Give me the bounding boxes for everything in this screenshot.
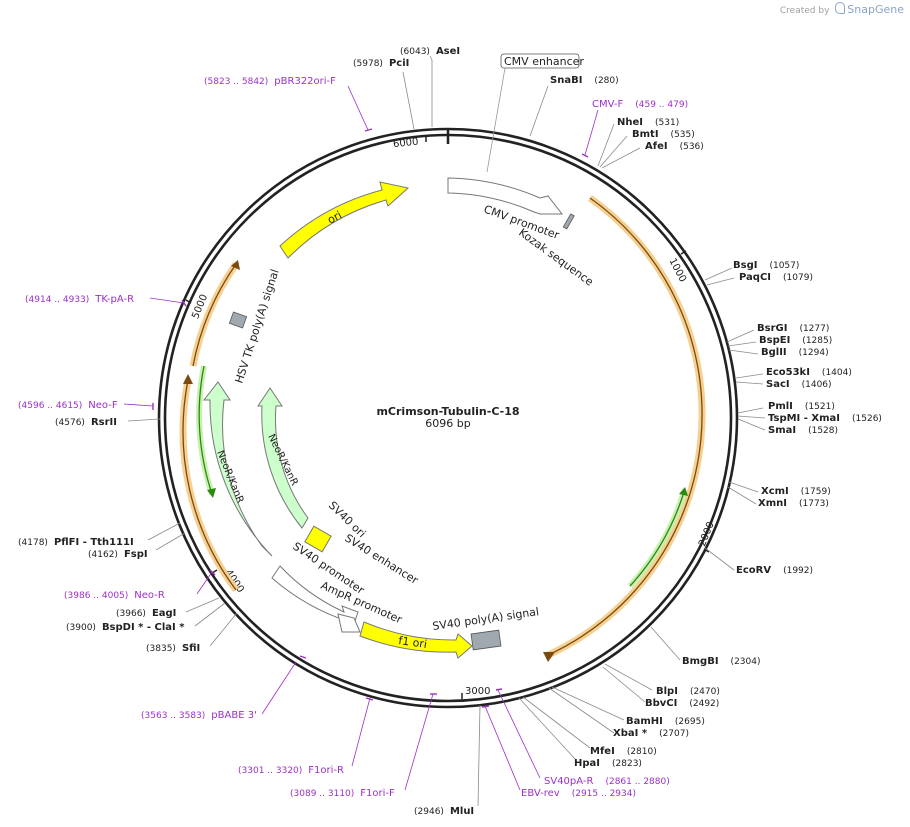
site-mfeI: MfeI(2810) — [590, 746, 657, 757]
green-orf-arc-right — [627, 491, 687, 589]
site-bmgBI: BmgBI(2304) — [682, 656, 760, 667]
tick-label-6000: 6000 — [393, 137, 419, 151]
cmv-enhancer-label-box — [500, 53, 580, 69]
site-blpI: BlpI(2470) — [656, 686, 720, 697]
neo-orf-arrowhead-icon — [183, 374, 193, 384]
primer-f1ori-f: (3089 .. 3110)F1ori-F — [290, 788, 395, 799]
feature-f1-ori — [359, 621, 473, 659]
orf-arrowhead-icon — [543, 652, 555, 662]
site-xmnI: XmnI(1773) — [758, 498, 829, 509]
green-orf-line-right — [629, 491, 685, 587]
site-sfiI: (3835)SfiI — [146, 643, 200, 654]
site-xbaI: XbaI *(2707) — [613, 728, 689, 739]
feature-label-sv40-polya: SV40 poly(A) signal — [432, 605, 540, 633]
feature-neor-inner — [257, 387, 309, 529]
primer-pbabe-3: (3563 .. 3583)pBABE 3' — [141, 710, 257, 721]
green-orf-arrowhead-icon — [679, 487, 688, 496]
feature-label-f1-ori: f1 ori — [398, 634, 428, 651]
site-leaders — [127, 55, 766, 807]
snapgene-logo-icon — [835, 2, 846, 14]
credit-prefix: Created by — [779, 6, 830, 16]
site-eagI: (3966)EagI — [116, 608, 176, 619]
plasmid-size: 6096 bp — [425, 417, 470, 430]
tk-orf-arrowhead-icon — [231, 260, 240, 270]
site-bsrGI: BsrGI(1277) — [757, 323, 829, 334]
site-pmlI: PmlI(1521) — [768, 401, 835, 412]
feature-cmv-promoter — [447, 177, 564, 215]
primer-cmv-f: CMV-F(459 .. 479) — [592, 99, 688, 110]
tick-label-3000: 3000 — [465, 686, 490, 697]
neo-orf-line-outer — [182, 379, 237, 591]
feature-kozak — [562, 213, 575, 230]
primer-pbr322ori-f: (5823 .. 5842)pBR322ori-F — [204, 76, 336, 87]
site-afeI: AfeI(536) — [645, 141, 704, 152]
primer-leaders — [123, 85, 599, 791]
primer-f1ori-r: (3301 .. 3320)F1ori-R — [238, 765, 344, 776]
green-orf-arrowhead-left-icon — [207, 488, 216, 498]
site-paqCI: PaqCI(1079) — [739, 272, 813, 283]
site-bglII: BglII(1294) — [761, 347, 829, 358]
backbone-outer — [157, 127, 739, 709]
site-pciI: (5978)PciI — [353, 58, 409, 69]
primer-neo-r: (3986 .. 4005)Neo-R — [64, 590, 165, 601]
tick-label-1000: 1000 — [666, 256, 688, 284]
site-bamHI: BamHI(2695) — [626, 716, 705, 727]
feature-sv40-ori — [304, 525, 332, 553]
feature-sv40-polya — [470, 629, 502, 651]
site-xcmI: XcmI(1759) — [761, 486, 831, 497]
credit-brand: SnapGene — [847, 3, 904, 16]
feature-neor-outer — [202, 381, 273, 557]
feature-ampr-promoter — [337, 613, 361, 633]
feature-label-cmv-enhancer: CMV enhancer — [504, 55, 584, 68]
feature-sv40-promoter — [271, 565, 359, 632]
site-bspEI: BspEI(1285) — [759, 335, 832, 346]
site-tspMI-xmaI: TspMI - XmaI(1526) — [768, 413, 882, 424]
site-eco53kI: Eco53kI(1404) — [766, 367, 852, 378]
site-hpaI: HpaI(2823) — [574, 758, 642, 769]
feature-ori — [279, 181, 410, 259]
site-ecoRV: EcoRV(1992) — [736, 565, 813, 576]
site-bsgI: BsgI(1057) — [733, 260, 799, 271]
site-rsrII: (4576)RsrII — [55, 417, 117, 428]
mcrimson-tubulin-orf-line — [545, 197, 703, 657]
site-pflFI-tth111I: (4178)PflFI - Tth111I — [18, 537, 134, 548]
tk-orf-line — [192, 263, 237, 367]
site-mluI: (2946)MluI — [414, 806, 474, 817]
feature-label-neor-outer: NeoR/KanR — [214, 449, 245, 505]
cmv-enhancer-leader — [486, 67, 506, 173]
plasmid-name: mCrimson-Tubulin-C-18 — [376, 405, 519, 418]
feature-hsv-tk-polya — [228, 311, 248, 329]
site-fspI: (4162)FspI — [88, 549, 148, 560]
site-aseI: (6043)AseI — [400, 46, 460, 57]
site-sacI: SacI(1406) — [766, 379, 832, 390]
site-bmtI: BmtI(535) — [632, 129, 695, 140]
site-nheI: NheI(531) — [617, 117, 679, 128]
primer-neo-f: (4596 .. 4615)Neo-F — [18, 400, 118, 411]
site-smaI: SmaI(1528) — [768, 425, 838, 436]
primer-ebv-rev: EBV-rev(2915 .. 2934) — [521, 788, 636, 799]
green-orf-line-left — [198, 365, 213, 495]
feature-label-ori: ori — [325, 208, 344, 226]
primer-tk-pa-r: (4914 .. 4933)TK-pA-R — [25, 294, 134, 305]
snapgene-credit: Created by SnapGene — [780, 2, 904, 16]
site-bbvCI: BbvCI(2492) — [645, 698, 719, 709]
site-bspDI-claI: (3900)BspDI * - ClaI * — [66, 622, 185, 633]
tick-marks — [185, 137, 710, 699]
primer-sv40pa-r: SV40pA-R(2861 .. 2880) — [544, 776, 670, 787]
site-snabI: SnaBI(280) — [550, 75, 619, 86]
